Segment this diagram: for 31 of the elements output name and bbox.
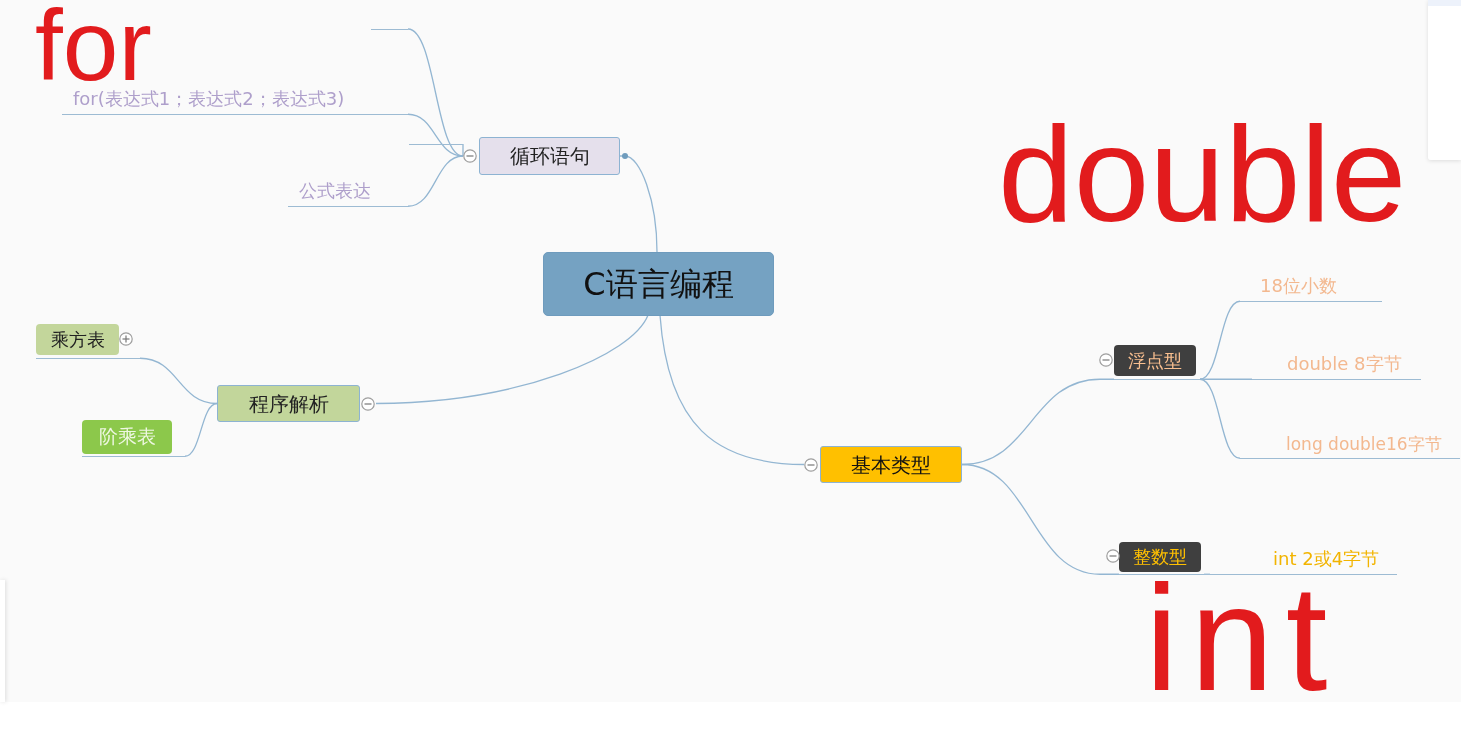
topic-label: long double16字节 [1286, 433, 1442, 454]
branch-line [407, 155, 464, 207]
branch-line [1199, 378, 1241, 459]
topic-tag: 整数型 [1119, 542, 1201, 572]
topic-label: 18位小数 [1260, 275, 1337, 297]
topic-tag: 乘方表 [36, 324, 119, 355]
topic-label: for(表达式1；表达式2；表达式3) [73, 88, 345, 110]
branch-line [184, 402, 218, 457]
branch-line [462, 143, 464, 157]
handwritten-annotation: double [998, 120, 1407, 229]
handwritten-annotation: int [1145, 578, 1340, 698]
empty-topic-line [371, 28, 408, 30]
handwritten-annotation: for [35, 5, 152, 85]
topic-box: 基本类型 [820, 446, 962, 483]
topic-box: C语言编程 [543, 252, 774, 316]
topic-label: 公式表达 [299, 180, 371, 202]
branch-line [961, 463, 1120, 575]
topic-tag: 浮点型 [1114, 345, 1196, 376]
branch-line [1203, 573, 1211, 575]
branch-line [619, 153, 658, 253]
empty-topic-line [409, 143, 463, 145]
topic-label: int 2或4字节 [1273, 548, 1380, 570]
branch-line [1199, 300, 1241, 380]
branch-line [659, 314, 805, 466]
branch-line [375, 314, 649, 405]
topic-label: double 8字节 [1287, 353, 1402, 375]
underlined-topic [36, 324, 140, 359]
topic-tag: 阶乘表 [82, 420, 172, 454]
underlined-topic [82, 420, 185, 457]
topic-box: 循环语句 [479, 137, 620, 175]
topic-box: 程序解析 [217, 385, 360, 422]
